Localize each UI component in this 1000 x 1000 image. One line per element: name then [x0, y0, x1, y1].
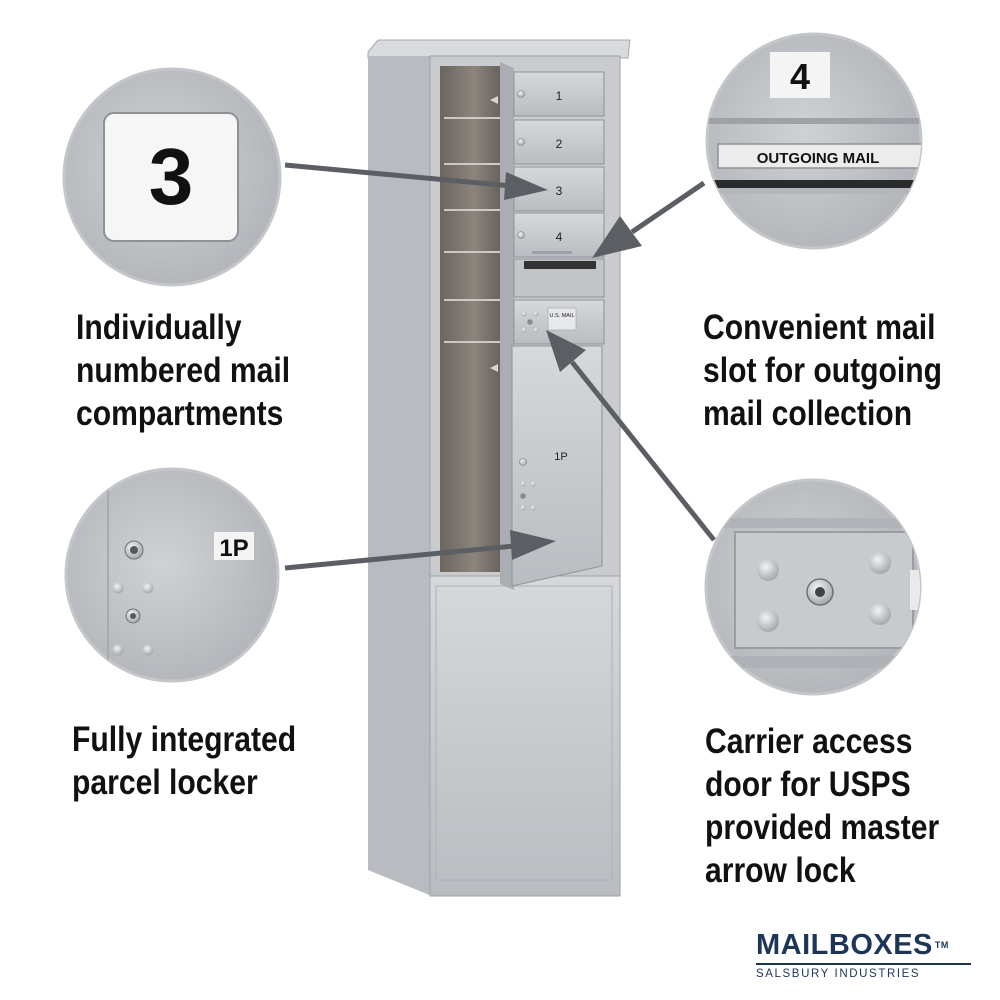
- door-number-3: 3: [556, 184, 563, 198]
- callout-carrier-access: [704, 478, 922, 696]
- caption-line: provided master: [705, 808, 940, 847]
- caption-carrier-access: Carrier access door for USPS provided ma…: [705, 720, 939, 892]
- caption-parcel-locker: Fully integrated parcel locker: [72, 718, 296, 804]
- caption-line: mail collection: [703, 394, 913, 433]
- caption-line: compartments: [76, 394, 284, 433]
- compartment-door-1: [513, 71, 605, 117]
- logo-subtitle: SALSBURY INDUSTRIES: [756, 963, 971, 981]
- outgoing-mail-label: OUTGOING MAIL: [757, 150, 880, 167]
- caption-line: arrow lock: [705, 851, 856, 890]
- mailbox-unit: 1 2 3 4 U.S. MAIL 1P: [367, 39, 631, 897]
- callout-numbered-compartment: 3: [62, 67, 282, 287]
- door-number-4: 4: [556, 230, 563, 244]
- door-number-2: 2: [556, 137, 563, 151]
- caption-line: numbered mail: [76, 351, 291, 390]
- caption-line: Convenient mail: [703, 308, 936, 347]
- logo-trademark: TM: [934, 940, 949, 950]
- arrow-to-outgoing-slot: [592, 180, 706, 258]
- usps-label: U.S. MAIL: [549, 313, 574, 319]
- parcel-tag-1p: 1P: [219, 535, 248, 562]
- number-tag-4: 4: [790, 56, 810, 97]
- caption-line: Fully integrated: [72, 720, 297, 759]
- compartment-door-4: [513, 212, 605, 258]
- parcel-number: 1P: [554, 451, 567, 463]
- logo-name: MAILBOXES: [756, 929, 933, 961]
- arrow-to-compartment-3: [284, 162, 548, 200]
- parcel-locker-door: 1P: [511, 345, 603, 587]
- arrow-to-carrier-door: [546, 330, 716, 542]
- outgoing-mail-slot: [513, 258, 605, 298]
- caption-numbered-compartments: Individually numbered mail compartments: [76, 306, 290, 435]
- caption-line: Carrier access: [705, 722, 913, 761]
- number-tag-3: 3: [149, 132, 194, 221]
- caption-line: door for USPS: [705, 765, 911, 804]
- caption-line: Individually: [76, 308, 242, 347]
- compartment-door-2: [513, 119, 605, 165]
- callout-parcel-locker: 1P: [64, 467, 280, 683]
- caption-line: slot for outgoing: [703, 351, 943, 390]
- callout-arrows: [284, 162, 716, 571]
- caption-line: parcel locker: [72, 763, 258, 802]
- door-number-1: 1: [556, 89, 563, 103]
- arrow-to-parcel-locker: [284, 530, 556, 571]
- callout-outgoing-slot: 4 OUTGOING MAIL: [705, 32, 923, 250]
- caption-outgoing-slot: Convenient mail slot for outgoing mail c…: [703, 306, 942, 435]
